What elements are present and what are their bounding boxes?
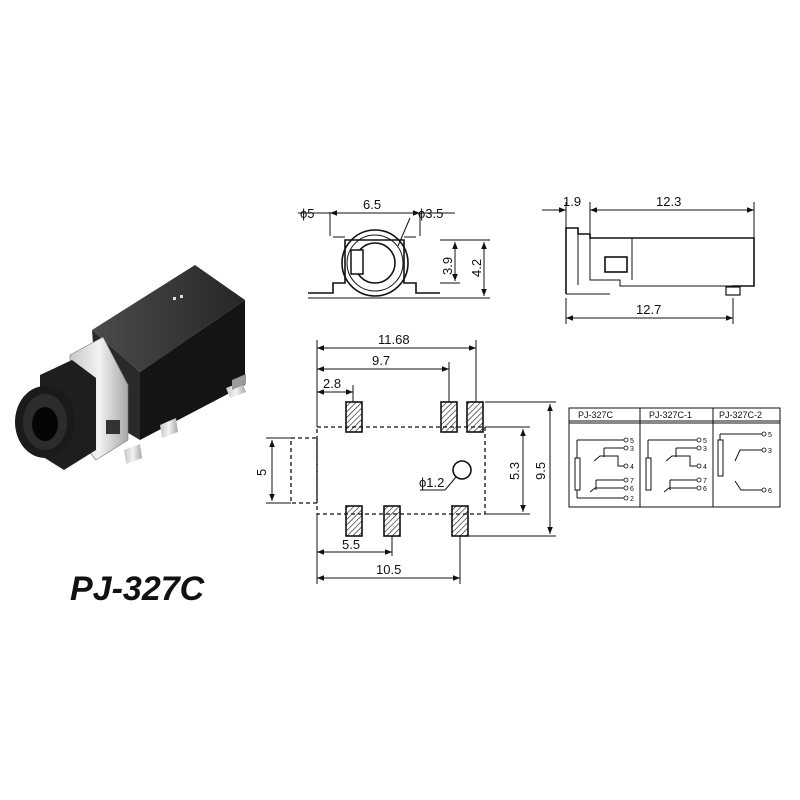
dim-front-h-inner: 3.9 [440, 257, 455, 275]
dim-pad-pitch: 5.3 [507, 462, 522, 480]
schematic-header-b: PJ-327C-1 [649, 410, 692, 420]
dim-side-body: 12.3 [656, 194, 681, 209]
model-title: PJ-327C [70, 570, 205, 608]
schematic-header-a: PJ-327C [578, 410, 614, 420]
dim-bottom-span: 10.5 [376, 562, 401, 577]
dim-overall-width: 9.5 [533, 462, 548, 480]
pin-a-2: 2 [630, 496, 634, 503]
dim-overall-length: 11.68 [378, 332, 410, 347]
pin-c-5: 5 [768, 432, 772, 439]
pin-b-6: 6 [703, 486, 707, 493]
pin-b-5: 5 [703, 438, 707, 445]
front-view: ϕ5 6.5 ϕ3.5 3.9 4.2 [298, 197, 490, 299]
dim-bottom-mid: 5.5 [342, 537, 360, 552]
connector-photo [15, 265, 246, 470]
dim-hole-dia: ϕ1.2 [419, 475, 444, 490]
pin-c-6: 6 [768, 488, 772, 495]
dim-front-h-outer: 4.2 [469, 259, 484, 277]
side-view: 1.9 12.3 12.7 [542, 194, 755, 324]
dim-side-base: 12.7 [636, 302, 661, 317]
dim-pad-span: 9.7 [372, 353, 390, 368]
pin-b-7: 7 [703, 478, 707, 485]
pin-a-4: 4 [630, 464, 634, 471]
pcb-footprint: 11.68 9.7 2.8 5 ϕ1.2 5.3 9.5 5.5 10.5 [254, 332, 556, 584]
pin-a-3: 3 [630, 446, 634, 453]
pin-a-5: 5 [630, 438, 634, 445]
schematic-header-c: PJ-327C-2 [719, 410, 762, 420]
pin-a-7: 7 [630, 478, 634, 485]
schematic-table: PJ-327C PJ-327C-1 PJ-327C-2 5 3 4 7 6 2 [568, 407, 781, 508]
pin-b-3: 3 [703, 446, 707, 453]
pin-a-6: 6 [630, 486, 634, 493]
dim-dia-left: ϕ5 [300, 206, 315, 221]
dim-first-pad: 2.8 [323, 376, 341, 391]
dim-housing-width: 5 [254, 469, 269, 476]
pin-c-3: 3 [768, 448, 772, 455]
dim-side-front: 1.9 [563, 194, 581, 209]
dim-dia-right: ϕ3.5 [418, 206, 443, 221]
pin-b-4: 4 [703, 464, 707, 471]
dim-front-width: 6.5 [363, 197, 381, 212]
